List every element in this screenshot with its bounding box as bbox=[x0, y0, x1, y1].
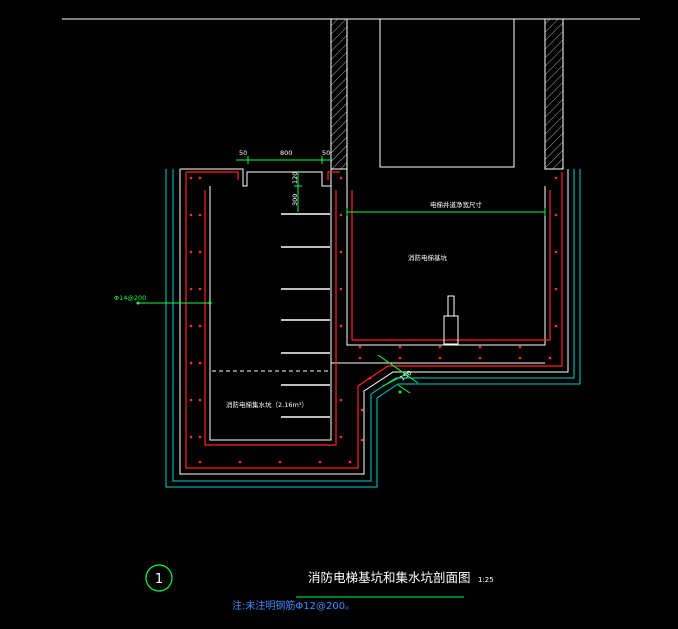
elevator-pit-label: 消防电梯基坑 bbox=[408, 253, 448, 262]
dim-120: 120 bbox=[291, 172, 299, 184]
drawing-title: 消防电梯基坑和集水坑剖面图 bbox=[308, 570, 471, 585]
rebar-callout: Φ14@200 bbox=[114, 294, 146, 302]
shaft-walls bbox=[330, 18, 564, 170]
drawing-number-circle bbox=[145, 564, 173, 592]
waterproof-layer bbox=[165, 169, 581, 488]
rebar-lines bbox=[185, 171, 563, 469]
dimension-texts: 50 800 50 120 300 150 bbox=[239, 149, 413, 383]
dimension-ticks bbox=[136, 301, 402, 394]
ladder-rungs bbox=[281, 213, 330, 418]
drawing-note: 注:未注明钢筋Φ12@200。 bbox=[232, 599, 355, 612]
dimension-lines bbox=[138, 156, 546, 394]
structure-outline bbox=[179, 168, 569, 475]
drawing-labels: Φ14@200 电梯井道净宽尺寸 消防电梯基坑 消防电梯集水坑（2.16m³） bbox=[114, 200, 483, 409]
buffer-post bbox=[443, 295, 459, 345]
drawing-scale: 1:25 bbox=[478, 576, 494, 584]
dim-50-left: 50 bbox=[239, 149, 247, 157]
rebar-dots bbox=[189, 176, 558, 464]
elevator-car-outline bbox=[379, 18, 515, 168]
sump-pit-label: 消防电梯集水坑（2.16m³） bbox=[226, 400, 308, 409]
dim-50-right: 50 bbox=[322, 149, 330, 157]
title-block: 1 消防电梯基坑和集水坑剖面图 1:25 注:未注明钢筋Φ12@200。 bbox=[145, 564, 494, 612]
drawing-number: 1 bbox=[155, 572, 163, 587]
pit-width-note: 电梯井道净宽尺寸 bbox=[430, 200, 483, 209]
dim-300: 300 bbox=[291, 194, 299, 206]
dim-800: 800 bbox=[280, 149, 292, 157]
